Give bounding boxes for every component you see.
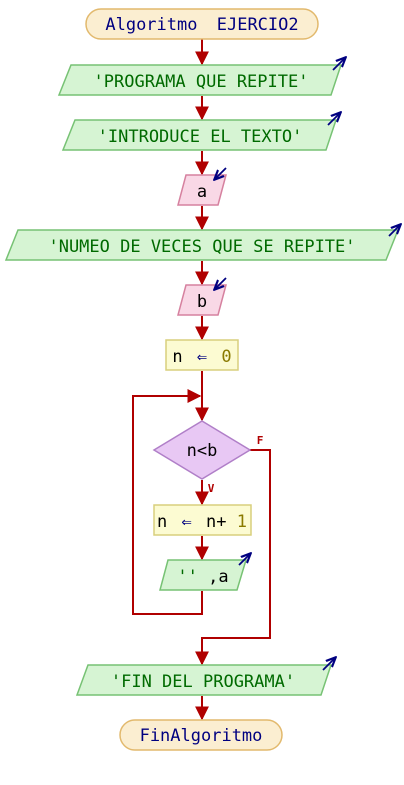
decision-false-label: F [257, 434, 264, 447]
assign1-value: 0 [221, 347, 231, 367]
output-text-4-var: ,a [208, 567, 228, 587]
connector-loop-back [132, 389, 203, 615]
input-block-b[interactable]: b [177, 277, 227, 316]
output-block-5[interactable]: 'FIN DEL PROGRAMA' [75, 658, 335, 696]
svg-text:Algoritmo EJERCIO2: Algoritmo EJERCIO2 [105, 15, 298, 35]
output-arrow-icon [327, 113, 340, 126]
end-terminal[interactable]: FinAlgoritmo [119, 719, 283, 751]
output-text-1: 'PROGRAMA QUE REPITE' [94, 72, 309, 92]
assign2-arrow-icon: ⇐ [182, 512, 192, 532]
output-arrow-icon [332, 58, 345, 71]
output-block-3[interactable]: 'NUMEO DE VECES QUE SE REPITE' [4, 225, 400, 261]
output-text-4-quotes: '' [177, 567, 197, 587]
svg-text:n ⇐ 0: n ⇐ 0 [172, 347, 231, 367]
output-arrow-icon [322, 658, 335, 671]
assign-block-init[interactable]: n ⇐ 0 [165, 339, 239, 371]
input-arrow-icon [215, 167, 227, 179]
assign2-var: n [157, 512, 167, 532]
output-arrow-icon [238, 554, 250, 566]
input-text-a: a [197, 182, 207, 202]
start-terminal[interactable]: Algoritmo EJERCIO2 [85, 8, 319, 40]
output-block-4[interactable]: '' ,a [159, 554, 250, 591]
assign-block-increment[interactable]: n ⇐ n+ 1 [153, 504, 252, 536]
output-text-5: 'FIN DEL PROGRAMA' [111, 672, 295, 692]
svg-text:'' ,a: '' ,a [177, 567, 228, 587]
connectors [132, 39, 271, 721]
decision-block[interactable]: n<b F V [152, 420, 264, 495]
output-block-2[interactable]: 'INTRODUCE EL TEXTO' [61, 113, 340, 151]
start-name: EJERCIO2 [217, 15, 299, 35]
assign1-arrow-icon: ⇐ [197, 347, 207, 367]
assign2-expr-var: n+ [206, 512, 226, 532]
start-keyword: Algoritmo [105, 15, 197, 35]
assign2-expr-num: 1 [237, 512, 247, 532]
input-arrow-icon [215, 277, 227, 289]
input-block-a[interactable]: a [177, 167, 227, 206]
svg-text:n ⇐ n+ 1: n ⇐ n+ 1 [157, 512, 247, 532]
output-arrow-icon [388, 225, 400, 237]
end-label: FinAlgoritmo [140, 726, 263, 746]
connector-decision-false [195, 449, 271, 666]
output-text-3: 'NUMEO DE VECES QUE SE REPITE' [48, 237, 355, 257]
decision-condition: n<b [187, 441, 218, 461]
input-text-b: b [197, 292, 207, 312]
decision-true-label: V [208, 482, 215, 495]
output-text-2: 'INTRODUCE EL TEXTO' [98, 127, 303, 147]
output-block-1[interactable]: 'PROGRAMA QUE REPITE' [57, 58, 345, 96]
assign1-var: n [172, 347, 182, 367]
